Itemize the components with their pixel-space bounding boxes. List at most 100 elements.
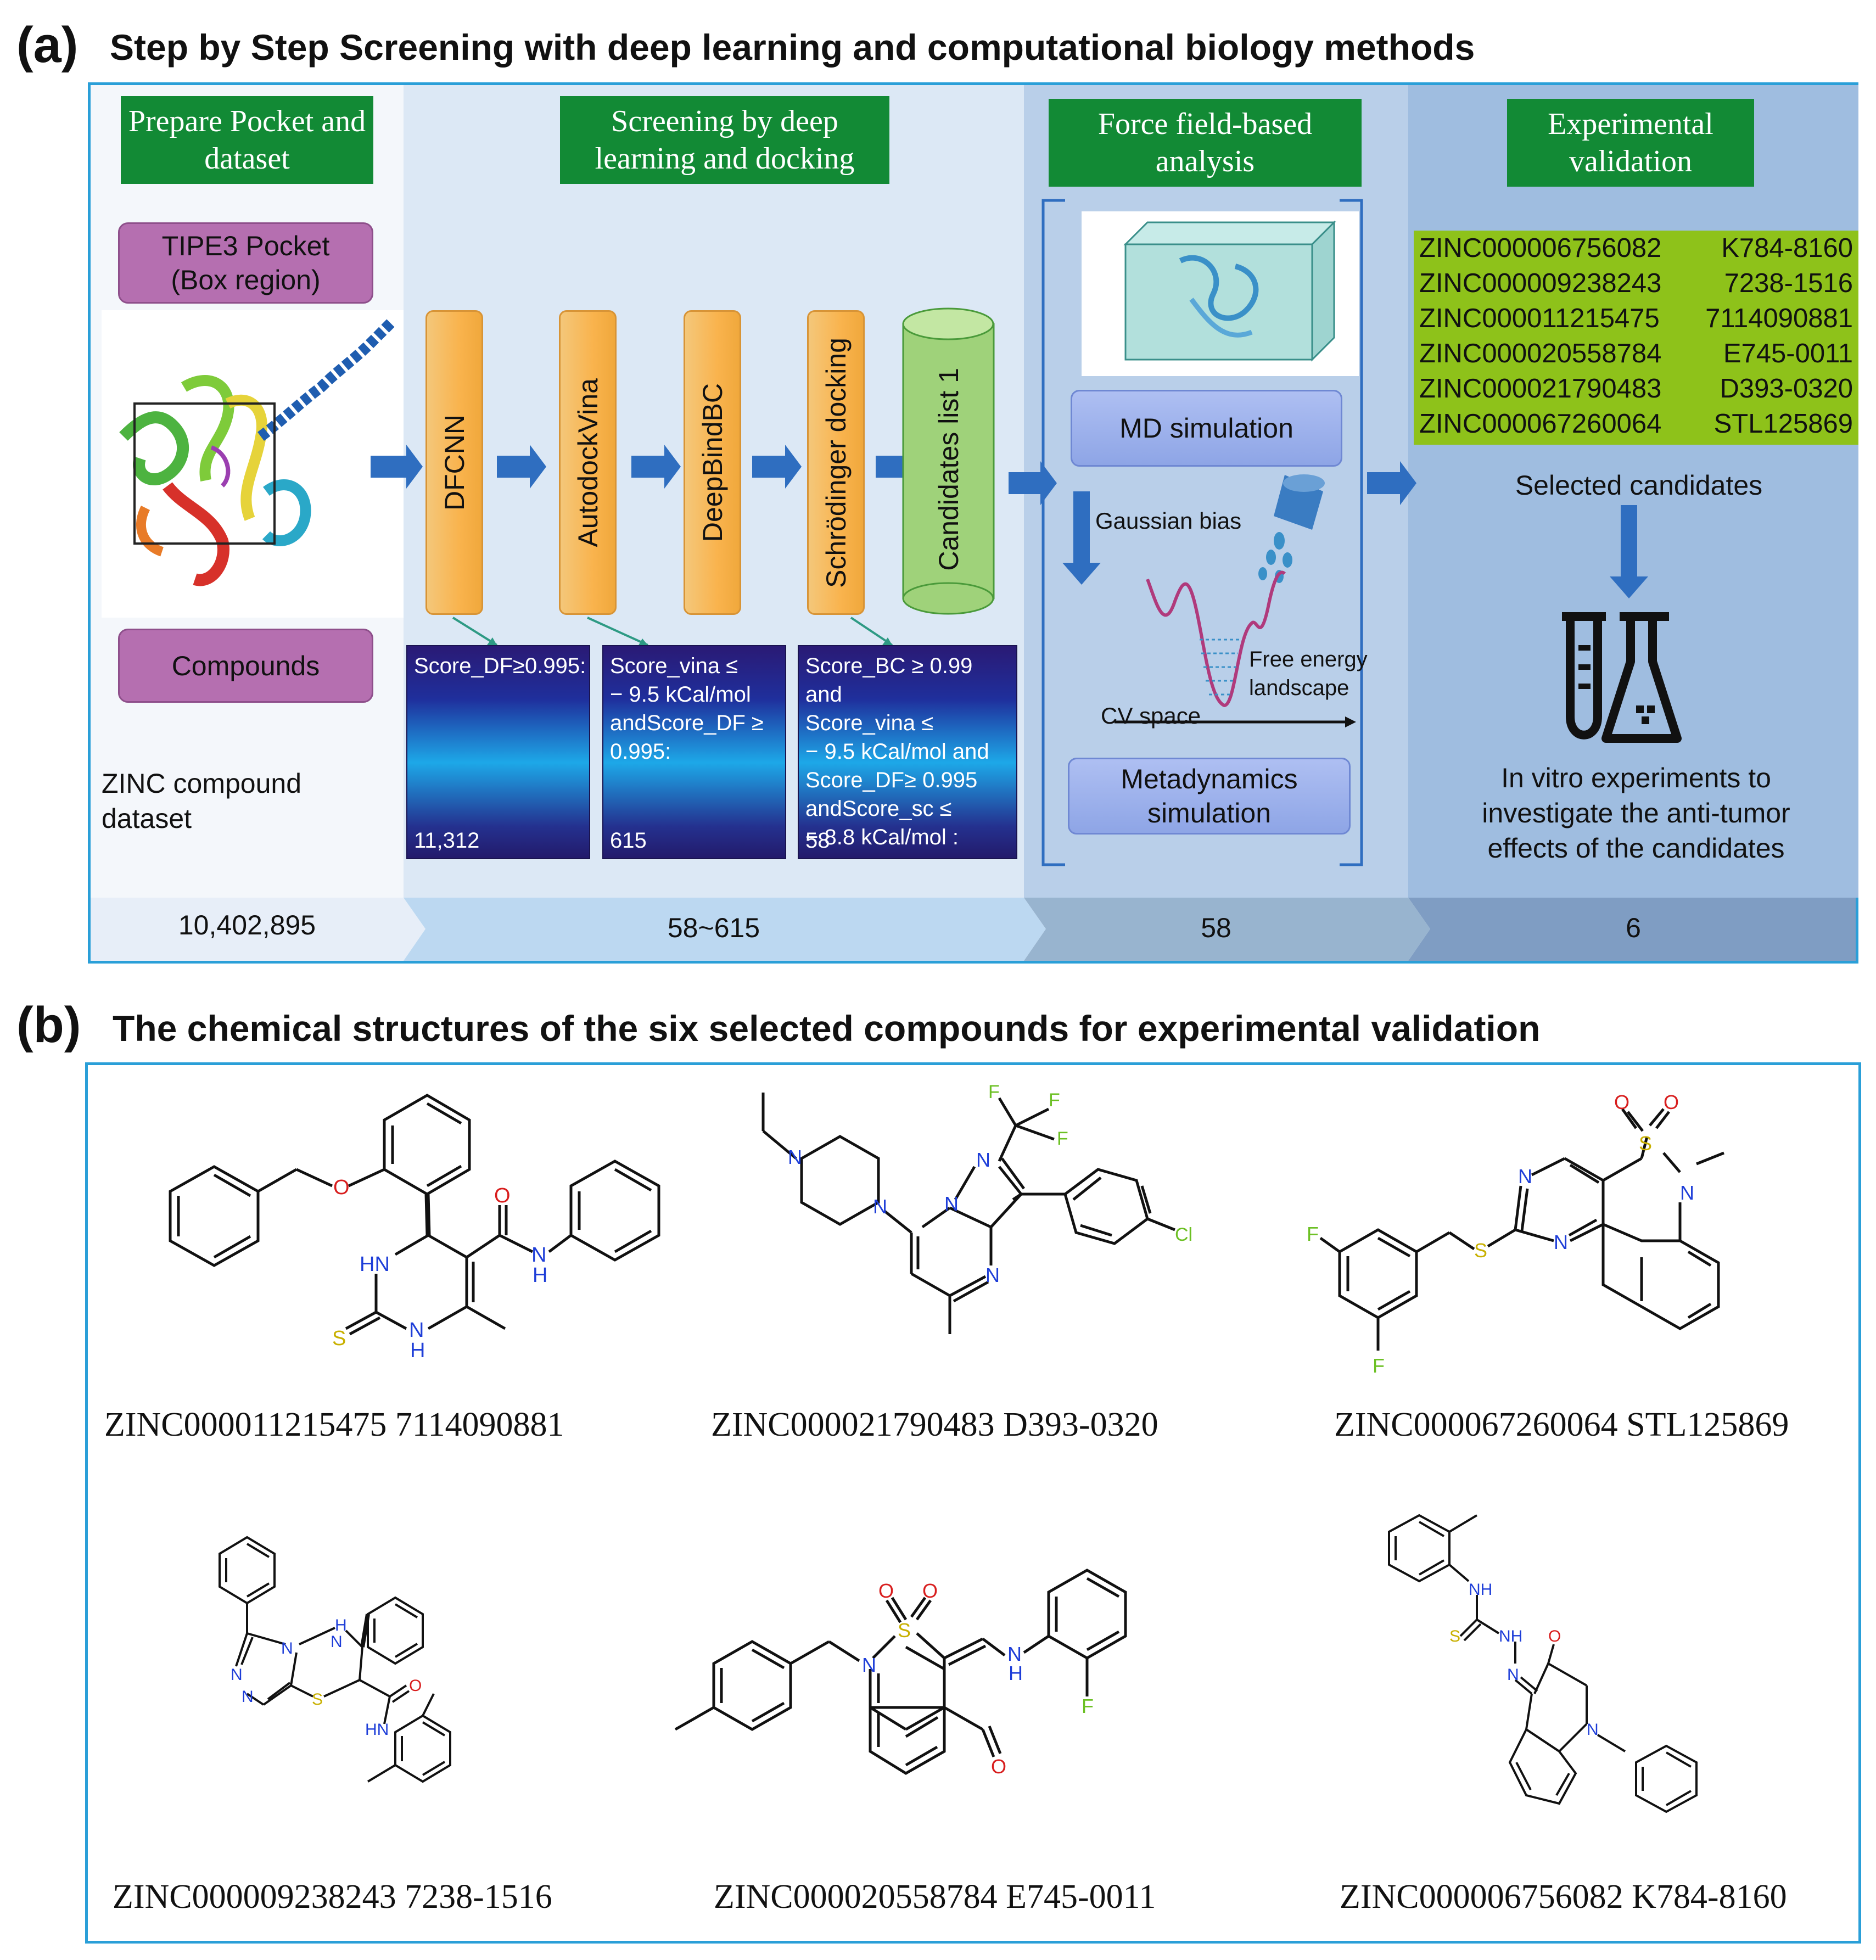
- atom-n: N: [242, 1688, 254, 1706]
- atom-h: H: [533, 1264, 547, 1287]
- stage-force-header: Force field-based analysis: [1049, 99, 1362, 187]
- structure-zinc000020558784: N S O O N H F O: [674, 1569, 1127, 1778]
- gaussian-bias-label: Gaussian bias: [1095, 508, 1242, 534]
- stage-prepare-header: Prepare Pocket and dataset: [121, 96, 373, 184]
- count-bar: [91, 898, 1856, 961]
- atom-hn: HN: [360, 1253, 390, 1276]
- count-force: 58: [1201, 912, 1231, 943]
- score-dfcnn-line: Score_DF≥0.995:: [414, 654, 586, 678]
- stage-exp-header: Experimental validation: [1507, 99, 1754, 187]
- panel-a-label: (a): [16, 17, 79, 73]
- atom-n: N: [1007, 1643, 1022, 1665]
- atom-o: O: [1664, 1091, 1679, 1113]
- col-exp: [1408, 85, 1858, 898]
- caption-2: ZINC000021790483 D393-0320: [711, 1406, 1158, 1443]
- panel-b-label: (b): [16, 997, 81, 1053]
- arrow-3: [631, 445, 681, 489]
- arrow-selected: [1610, 505, 1648, 598]
- arrow-gaussian: [1062, 491, 1101, 585]
- arrow-4: [752, 445, 802, 489]
- energy-landscape: [1146, 570, 1286, 708]
- arrow-1: [371, 445, 423, 489]
- atom-f: F: [1307, 1223, 1319, 1245]
- atom-n: N: [1587, 1721, 1599, 1739]
- atom-o: O: [878, 1580, 894, 1602]
- atom-n: N: [788, 1146, 802, 1168]
- atom-n: N: [331, 1633, 343, 1651]
- panel-b-title: The chemical structures of the six selec…: [113, 1008, 1541, 1049]
- atom-n: N: [281, 1639, 293, 1657]
- arrow-2: [497, 445, 546, 489]
- invitro-text: In vitro experiments to investigate the …: [1482, 763, 1790, 864]
- atom-f: F: [1049, 1090, 1060, 1111]
- score-box-vina: Score_vina ≤ − 9.5 kCal/mol andScore_DF …: [602, 645, 786, 859]
- atom-o: O: [922, 1580, 938, 1602]
- score-comb-line-3: − 9.5 kCal/mol and: [805, 740, 989, 764]
- arrow-6: [1009, 461, 1057, 505]
- count-exp: 6: [1626, 912, 1641, 943]
- zinc-dataset-label: ZINC compound dataset: [102, 768, 302, 834]
- atom-n: N: [873, 1195, 887, 1218]
- structure-zinc000067260064: F F S N N S O O N: [1307, 1091, 1724, 1377]
- cv-space-label: CV space: [1101, 703, 1201, 729]
- candidates-list-label: Candidates list 1: [933, 368, 964, 571]
- atom-o: O: [1614, 1091, 1629, 1113]
- score-vina-line-1: Score_vina ≤: [610, 654, 738, 678]
- atom-n: N: [976, 1149, 990, 1171]
- candidates-cylinder: [902, 307, 995, 615]
- pocket-pill: TIPE3 Pocket (Box region): [118, 222, 373, 304]
- atom-s: S: [898, 1619, 911, 1642]
- atom-f: F: [1082, 1695, 1094, 1717]
- arrow-7: [1367, 461, 1416, 505]
- panel-a-frame: 10,402,895 58~615 58 6 Prepare Pocket an…: [88, 82, 1858, 964]
- atom-o: O: [991, 1755, 1006, 1778]
- method-autodockvina: AutodockVina: [559, 310, 617, 615]
- method-deepbindbc: DeepBindBC: [684, 310, 741, 615]
- score-comb-line-1: Score_BC ≥ 0.99 and: [805, 654, 973, 707]
- caption-1: ZINC000011215475 7114090881: [104, 1406, 564, 1443]
- atom-f: F: [1373, 1354, 1385, 1377]
- score-vina-line-2: − 9.5 kCal/mol: [610, 682, 751, 707]
- structure-zinc000021790483: N N N N N F F F Cl: [761, 1082, 1192, 1334]
- atom-n: N: [1518, 1165, 1532, 1188]
- atom-f: F: [1057, 1128, 1068, 1149]
- caption-6: ZINC000006756082 K784-8160: [1340, 1878, 1787, 1916]
- lab-glassware-icon: [1562, 612, 1682, 743]
- score-comb-line-2: Score_vina ≤: [805, 711, 934, 735]
- structure-zinc000011215475: O O HN N H N H S: [169, 1094, 660, 1362]
- atom-s: S: [312, 1690, 323, 1709]
- atom-o: O: [409, 1677, 422, 1695]
- atom-n: N: [1554, 1231, 1568, 1253]
- atom-h: H: [335, 1616, 347, 1634]
- structure-zinc000009238243: N H N N N S O HN: [219, 1536, 451, 1783]
- free-energy-label: Free energy landscape: [1249, 647, 1368, 700]
- md-box-illustration: [1082, 211, 1359, 376]
- metadynamics-box: Metadynamics simulation: [1068, 758, 1351, 835]
- atom-o: O: [1548, 1627, 1561, 1645]
- atom-nh: NH: [1469, 1581, 1492, 1599]
- atom-s: S: [332, 1327, 346, 1350]
- selected-candidates-label: Selected candidates: [1515, 470, 1763, 501]
- md-simulation-box: MD simulation: [1071, 390, 1342, 467]
- atom-n: N: [944, 1192, 959, 1215]
- count-screen: 58~615: [667, 912, 760, 943]
- metadynamics-plot: [1115, 474, 1356, 727]
- caption-3: ZINC000067260064 STL125869: [1334, 1406, 1789, 1443]
- score-vina-line-3: andScore_DF ≥: [610, 711, 764, 735]
- atom-f: F: [988, 1082, 1000, 1102]
- force-bracket: [1041, 199, 1363, 866]
- atom-n: N: [1507, 1666, 1519, 1684]
- score-vina-count: 615: [610, 828, 647, 853]
- atom-n: N: [862, 1654, 876, 1676]
- atom-n: N: [1680, 1181, 1694, 1204]
- atom-o: O: [333, 1176, 350, 1199]
- structure-zinc000006756082: NH S NH N O N: [1388, 1514, 1698, 1813]
- count-prepare: 10,402,895: [178, 910, 316, 940]
- atom-hn: HN: [365, 1721, 389, 1739]
